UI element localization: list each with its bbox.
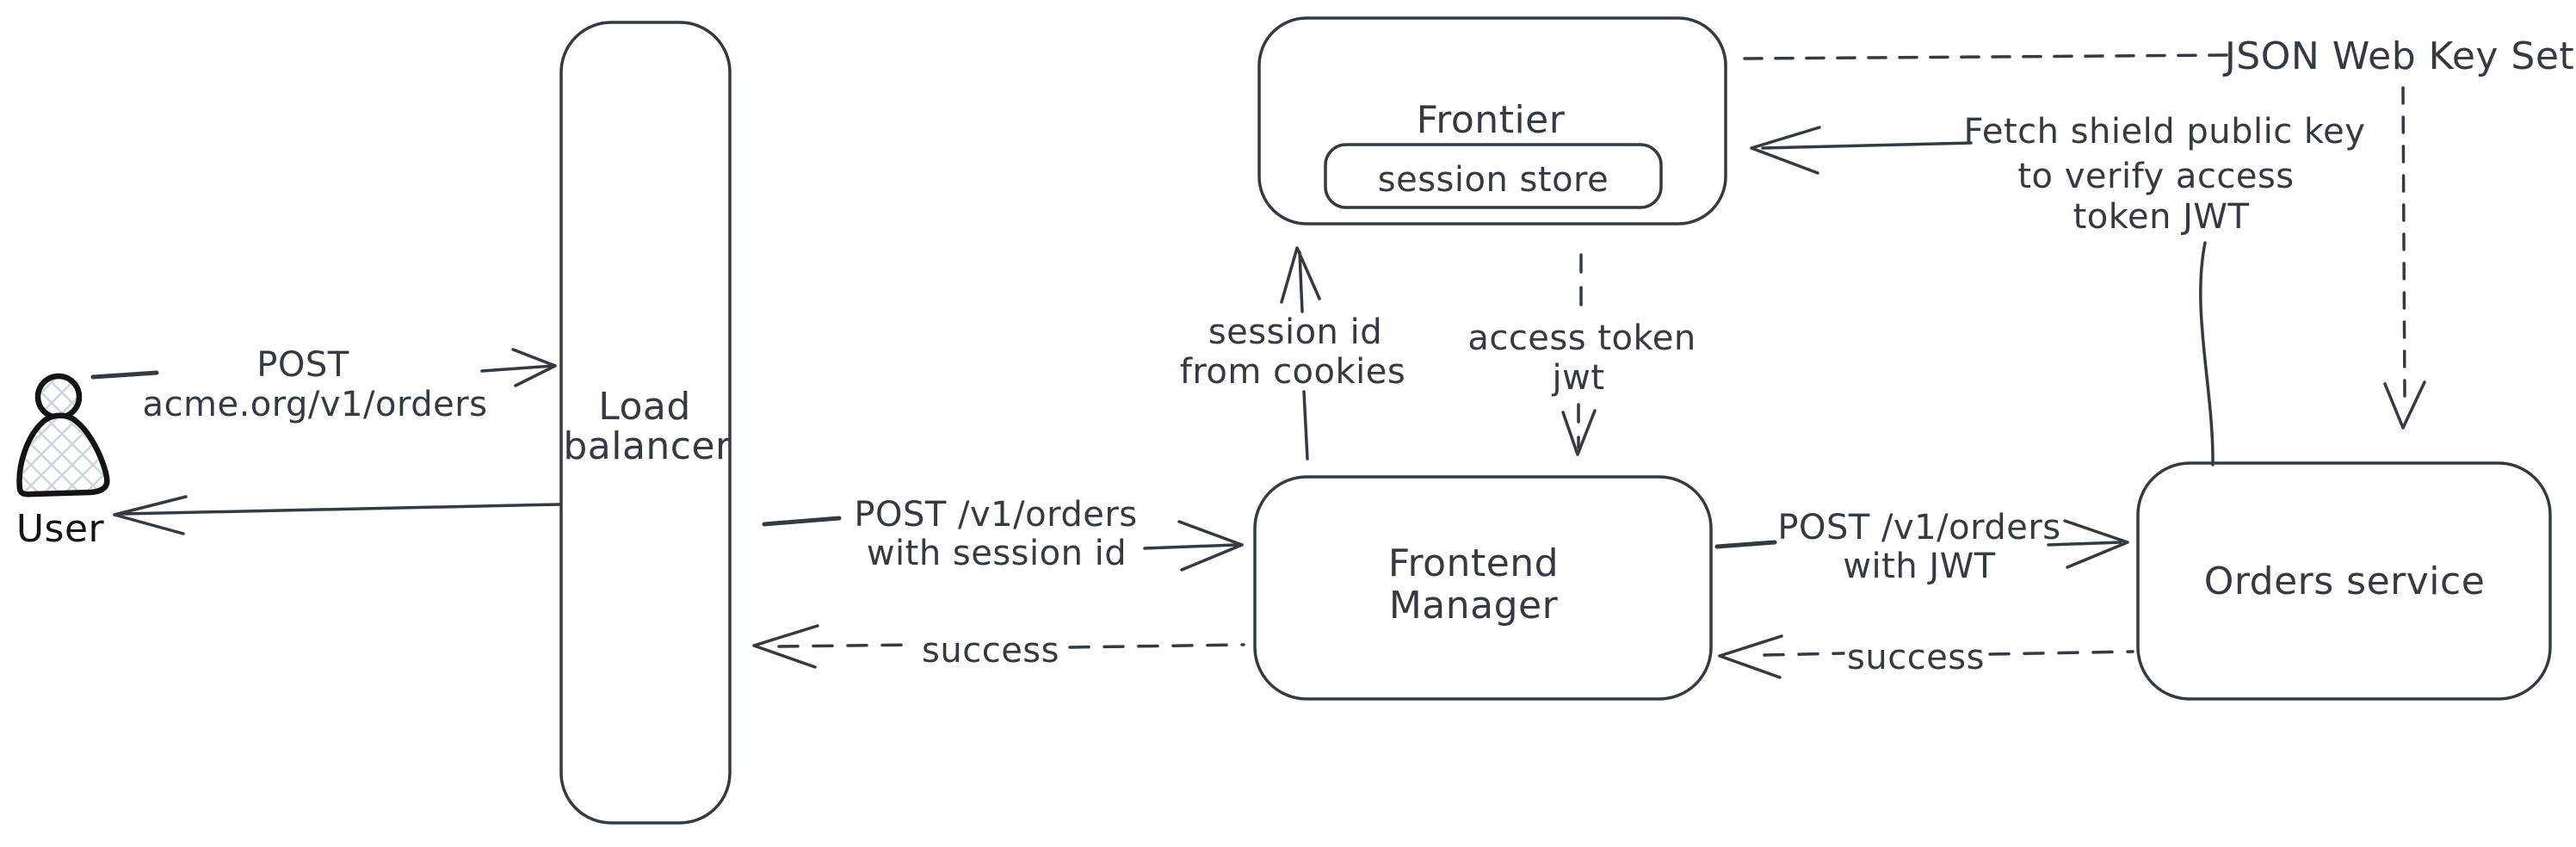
label-post: POST [256,345,349,385]
label-post-orders-jwt-line1: POST /v1/orders [1777,508,2060,547]
load-balancer-label-line2: balancer [563,424,732,468]
dashed-line-frontier-to-jwks [1743,53,2233,60]
arrow-orders-to-fm-success: success [1718,634,2134,679]
arrow-fm-to-orders: POST /v1/orders with JWT [1714,508,2129,586]
label-post-orders-session-line2: with session id [867,534,1127,573]
frontend-manager-label-line1: Frontend [1388,541,1559,585]
user-label: User [16,507,105,551]
label-access-token-line1: access token [1467,318,1696,358]
node-load-balancer: Load balancer [559,21,732,825]
frontend-manager-label-line2: Manager [1389,584,1559,628]
label-success-left: success [922,631,1059,671]
node-frontier: Frontier session store [1257,16,1727,226]
node-orders-service: Orders service [2136,461,2552,701]
label-access-token-line2: jwt [1551,358,1604,398]
node-session-store [1324,143,1663,209]
label-post-orders-jwt-line2: with JWT [1843,547,1995,586]
load-balancer-label-line1: Load [598,385,691,429]
user-body-icon [16,412,110,498]
label-session-id-line1: session id [1208,312,1382,352]
jwks-label: JSON Web Key Set [2222,34,2574,78]
user-actor-icon: User [16,373,110,551]
arrow-user-to-lb: POST acme.org/v1/orders [90,345,557,424]
user-head-icon [34,373,83,421]
label-fetch-key-line1: Fetch shield public key [1964,112,2366,151]
arrow-fm-to-lb-success: success [752,624,1245,671]
arrow-orders-to-frontier-fetch: Fetch shield public key to verify access… [1750,112,2366,467]
label-session-id-line2: from cookies [1180,352,1405,392]
label-post-orders-session-line1: POST /v1/orders [854,495,1137,535]
label-success-right: success [1847,638,1985,677]
session-store-label: session store [1378,160,1609,200]
arrow-jwks-to-orders [2383,86,2426,430]
arrow-fm-to-frontier: session id from cookies [1180,246,1405,461]
arrow-lb-to-user [113,495,561,535]
node-jwks: JSON Web Key Set [2222,34,2574,78]
label-fetch-key-line3: token JWT [2073,197,2250,237]
label-fetch-key-line2: to verify access [2017,157,2294,196]
node-frontend-manager: Frontend Manager [1253,475,1713,701]
arrow-frontier-to-fm: access token jwt [1467,253,1696,456]
orders-service-label: Orders service [2204,560,2486,603]
arrow-lb-to-fm: POST /v1/orders with session id [762,495,1244,573]
label-acme-orders: acme.org/v1/orders [143,385,488,424]
frontier-label: Frontier [1417,98,1566,142]
